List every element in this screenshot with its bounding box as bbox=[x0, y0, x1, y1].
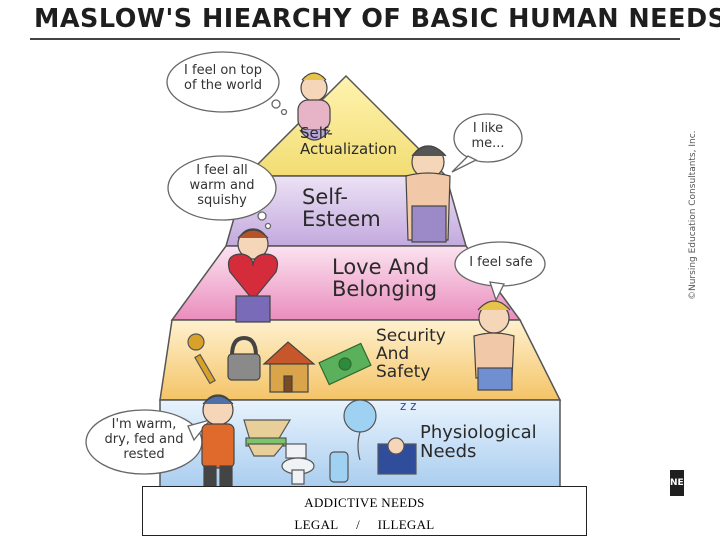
label-love-belonging: Love And Belonging bbox=[332, 256, 437, 300]
figure-esteem bbox=[406, 146, 450, 242]
label-self-actualization: Self- Actualization bbox=[300, 126, 397, 158]
label-security-safety: Security And Safety bbox=[376, 328, 446, 382]
addictive-needs-line: LEGAL / ILLEGAL bbox=[143, 517, 586, 533]
bubble-text-top-of-world: I feel on top of the world bbox=[170, 64, 276, 94]
label-physiological: Physiological Needs bbox=[420, 424, 537, 462]
svg-text:z z: z z bbox=[400, 399, 416, 413]
addictive-needs-title: ADDICTIVE NEEDS bbox=[143, 495, 586, 511]
bubble-text-i-like-me: I like me... bbox=[458, 122, 518, 152]
water-icon bbox=[330, 452, 348, 482]
addictive-needs-box: ADDICTIVE NEEDS LEGAL / ILLEGAL bbox=[142, 486, 587, 536]
label-self-esteem: Self- Esteem bbox=[302, 186, 381, 230]
bubble-text-warm-dry-fed: I'm warm, dry, fed and rested bbox=[88, 418, 200, 463]
nec-logo: NEC bbox=[670, 470, 684, 496]
figure-safe bbox=[474, 301, 514, 390]
bubble-text-warm-squishy: I feel all warm and squishy bbox=[170, 164, 274, 209]
illegal-label: ILLEGAL bbox=[378, 517, 435, 533]
separator-slash: / bbox=[356, 517, 360, 533]
copyright-credit: ©Nursing Education Consultants, Inc. bbox=[688, 120, 704, 300]
bubble-text-i-feel-safe: I feel safe bbox=[458, 256, 544, 271]
legal-label: LEGAL bbox=[294, 517, 338, 533]
